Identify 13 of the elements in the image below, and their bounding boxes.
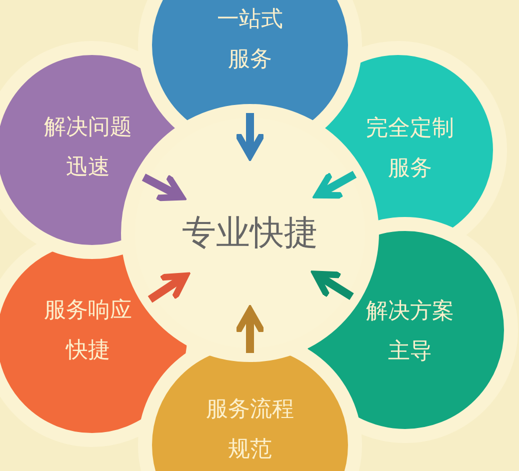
arrow [236,113,264,159]
petal-label: 解决问题迅速 [43,114,133,182]
petal-label: 完全定制服务 [365,115,455,183]
center-label: 专业快捷 [181,212,319,255]
petal-label: 服务响应快捷 [43,297,133,365]
petal-label: 解决方案主导 [365,298,455,366]
arrow [314,170,357,199]
petal-label: 一站式服务 [216,6,284,74]
arrow [312,270,354,300]
petal-label: 服务流程规范 [205,396,295,464]
arrow [236,307,264,353]
arrow [148,272,189,303]
arrow [142,174,185,202]
